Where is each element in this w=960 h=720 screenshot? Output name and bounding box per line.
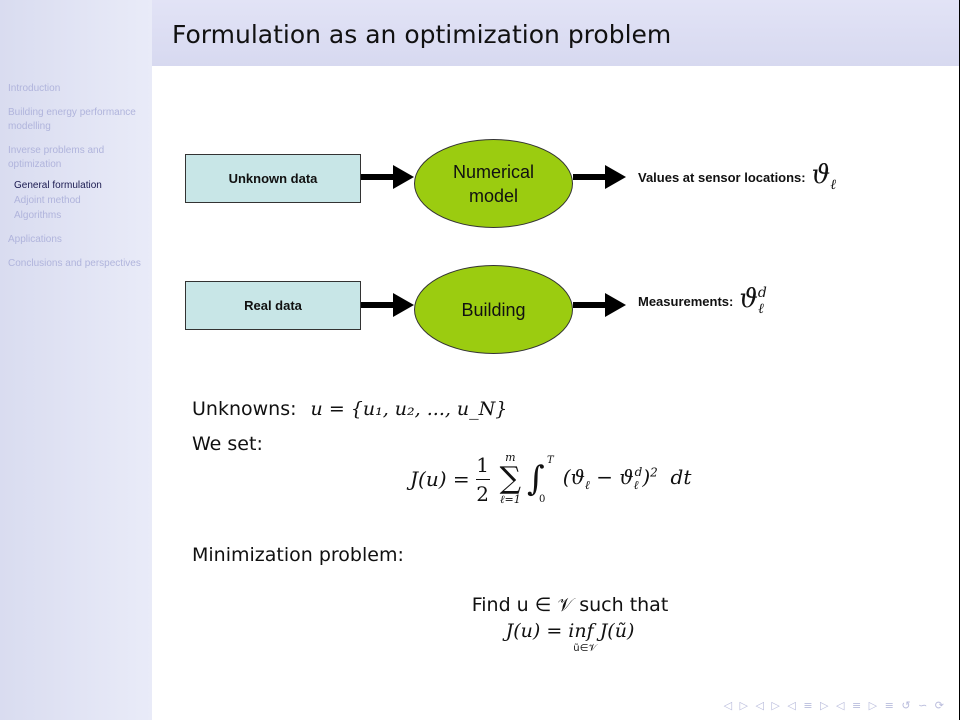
sidebar: Introduction Building energy performance…: [0, 0, 152, 720]
numerical-model-ellipse: Numerical model: [414, 139, 573, 228]
sidebar-subitem-algorithms[interactable]: Algorithms: [14, 210, 62, 221]
find-line-1: Find u ∈ 𝒱 such that: [471, 594, 669, 616]
arrow-real-to-building: [361, 293, 414, 317]
arrow-model-to-values: [573, 165, 626, 189]
slide-title: Formulation as an optimization problem: [172, 20, 672, 49]
arrow-unknown-to-model: [361, 165, 414, 189]
theta-l-symbol: ϑℓ: [811, 160, 837, 194]
integrand: (ϑℓ − ϑℓd)2 dt: [562, 465, 692, 492]
building-label: Building: [461, 299, 526, 320]
sidebar-subsection-list: General formulation Adjoint method Algor…: [14, 178, 148, 223]
unknown-data-box: Unknown data: [185, 154, 361, 203]
sum-symbol: m∑ℓ=1: [499, 451, 522, 506]
building-ellipse: Building: [414, 265, 573, 354]
slide-navigation-controls[interactable]: ◁ ▷ ◁ ▷ ◁ ≡ ▷ ◁ ≡ ▷ ≡ ↺ ∽ ⟳: [723, 699, 946, 712]
numerical-model-label: Numerical model: [452, 161, 535, 206]
sidebar-item-conclusions[interactable]: Conclusions and perspectives: [8, 258, 141, 269]
slide-header: Formulation as an optimization problem: [152, 0, 960, 66]
unknowns-label: Unknowns:: [192, 398, 297, 420]
unknowns-expression: u = {u₁, u₂, ..., u_N}: [310, 398, 508, 420]
sensor-values-text: Values at sensor locations:: [638, 169, 806, 185]
sidebar-nav: Introduction Building energy performance…: [8, 82, 148, 281]
sidebar-subitem-adjoint-method[interactable]: Adjoint method: [14, 195, 81, 206]
sensor-values-label: Values at sensor locations: ϑℓ: [638, 160, 836, 194]
theta-l-d-symbol: ϑℓd: [739, 284, 767, 318]
sidebar-item-inverse-problems[interactable]: Inverse problems and optimization: [8, 145, 105, 170]
unknown-data-label: Unknown data: [228, 171, 318, 186]
sidebar-item-building-energy[interactable]: Building energy performance modelling: [8, 107, 136, 132]
sidebar-subitem-general-formulation[interactable]: General formulation: [14, 180, 102, 191]
find-line-2: J(u) = inf J(ũ) ũ∈𝒱: [380, 618, 760, 654]
find-inf-subscript: ũ∈𝒱: [573, 643, 597, 654]
measurements-label: Measurements: ϑℓd: [638, 284, 767, 318]
find-statement: Find u ∈ 𝒱 such that J(u) = inf J(ũ) ũ∈𝒱: [380, 592, 760, 654]
formula-lhs: J(u) =: [410, 467, 470, 491]
real-data-label: Real data: [244, 298, 302, 313]
unknowns-line: Unknowns: u = {u₁, u₂, ..., u_N}: [192, 398, 507, 420]
we-set-text: We set:: [192, 433, 263, 455]
sidebar-item-applications[interactable]: Applications: [8, 234, 62, 245]
arrow-building-to-measurements: [573, 293, 626, 317]
sidebar-item-introduction[interactable]: Introduction: [8, 83, 61, 94]
minimization-text: Minimization problem:: [192, 544, 404, 566]
real-data-box: Real data: [185, 281, 361, 330]
measurements-text: Measurements:: [638, 293, 734, 309]
